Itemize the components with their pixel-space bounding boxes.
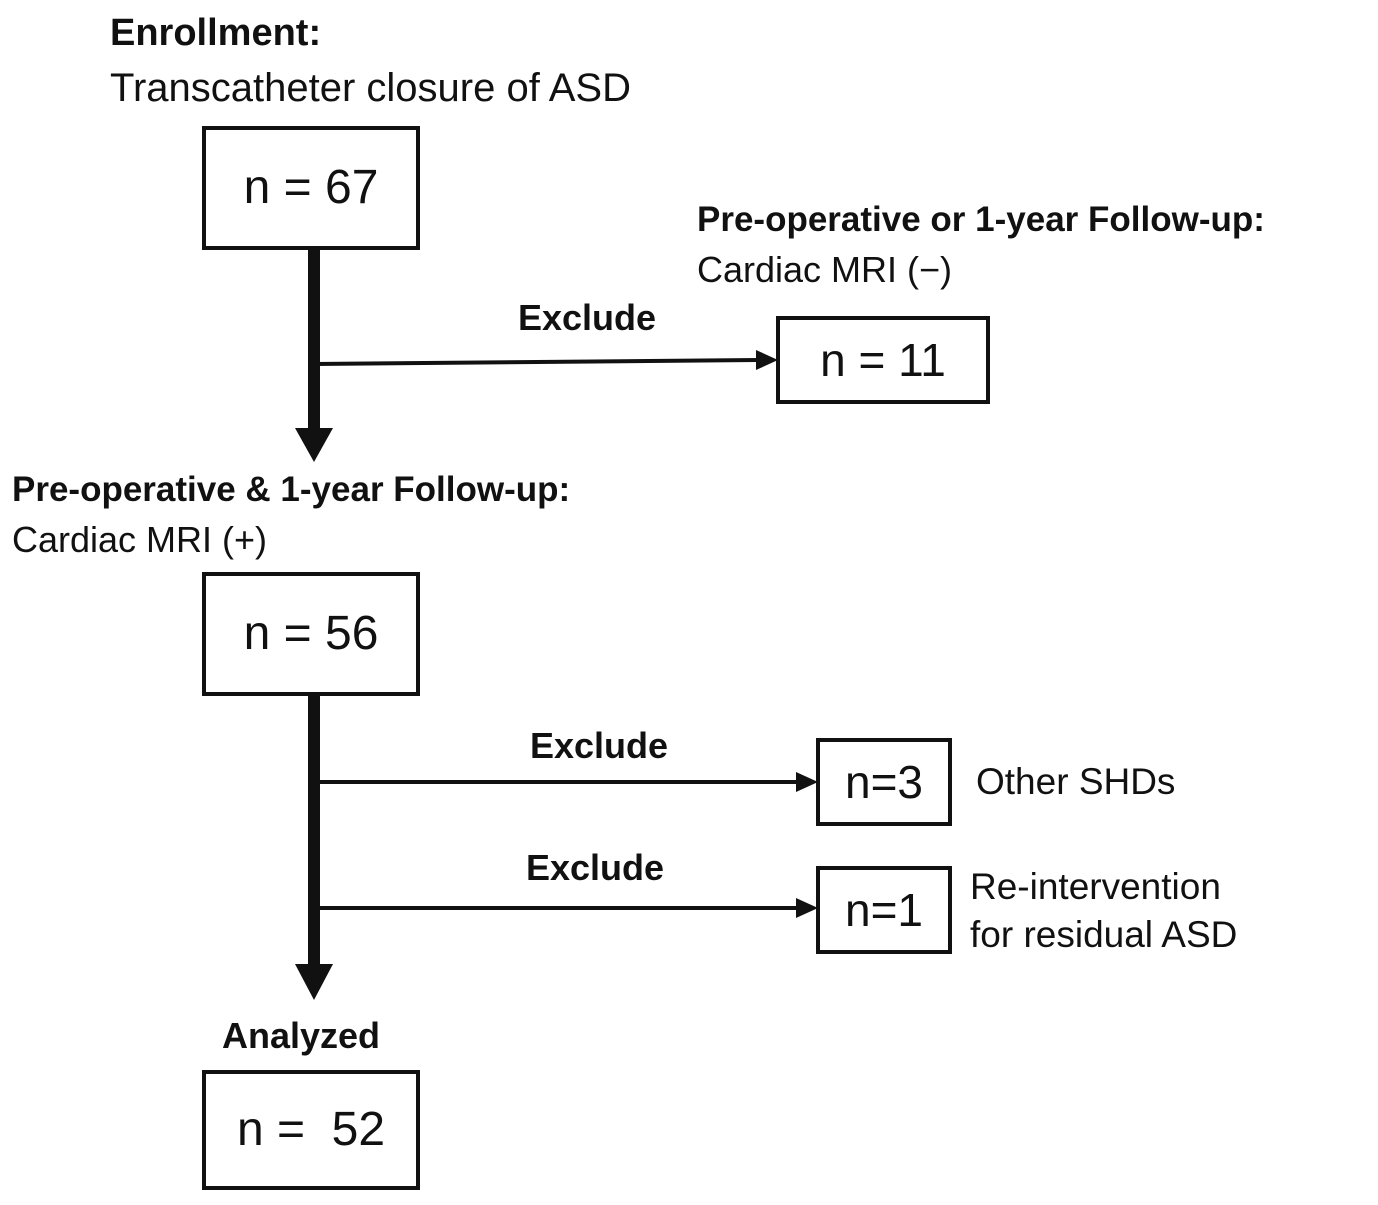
exclusion-reintervention-count: n=1 [844,884,924,936]
exclusion-shd-reason: Other SHDs [976,761,1176,802]
enrollment-count-box: n = 67 [202,126,420,250]
exclude-arrowhead-2 [796,772,818,792]
exclusion-reintervention-count-box: n=1 [816,866,952,954]
exclusion-mri-count: n = 11 [820,334,946,386]
exclusion-reintervention-reason-line2: for residual ASD [970,914,1238,955]
exclude-arrowhead-3 [796,898,818,918]
exclusion-mri-heading: Pre-operative or 1-year Follow-up: [697,200,1265,239]
analyzed-heading: Analyzed [222,1015,381,1056]
exclusion-shd-count: n=3 [844,756,924,808]
exclude-arrowhead-1 [756,350,778,370]
included-mri-heading: Pre-operative & 1-year Follow-up: [12,470,571,509]
included-mri-count-box: n = 56 [202,572,420,696]
exclude-label-2: Exclude [530,725,669,766]
analyzed-count-box: n = 52 [202,1070,420,1190]
included-mri-count: n = 56 [243,607,379,660]
enrollment-heading: Enrollment: [110,12,322,54]
main-flow-arrowhead-2 [295,964,333,1000]
analyzed-count: n = 52 [236,1103,386,1156]
exclude-branch-line-1 [313,358,759,366]
main-flow-arrowhead-1 [295,428,333,462]
included-mri-subheading: Cardiac MRI (+) [12,519,268,560]
exclusion-mri-count-box: n = 11 [776,316,990,404]
exclude-label-3: Exclude [526,847,665,888]
exclude-label-1: Exclude [518,297,657,338]
enrollment-count: n = 67 [243,161,379,214]
exclusion-reintervention-reason-line1: Re-intervention [970,866,1221,907]
enrollment-subheading: Transcatheter closure of ASD [110,66,631,110]
exclusion-mri-subheading: Cardiac MRI (−) [697,249,953,290]
exclusion-shd-count-box: n=3 [816,738,952,826]
